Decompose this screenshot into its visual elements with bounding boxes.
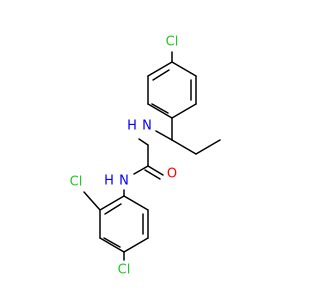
top-phenyl-ring: [147, 51, 197, 119]
chlorine-atom-ortho: Cl: [70, 175, 83, 190]
bond: [147, 61, 173, 77]
double-bond-inner: [151, 103, 169, 114]
oxygen-atom: O: [167, 167, 177, 182]
bond: [138, 138, 149, 146]
chlorine-atom-para: Cl: [118, 263, 131, 278]
bond: [147, 103, 173, 119]
hydrogen-atom-lower: H: [104, 174, 114, 189]
propyl-chain: [171, 117, 221, 155]
bond: [133, 165, 149, 175]
double-bond-inner: [103, 237, 121, 248]
molecule-structure: Cl N H O N H Cl Cl: [0, 0, 300, 300]
bond: [171, 61, 197, 77]
hydrogen-atom-upper: H: [127, 119, 137, 134]
bond: [171, 103, 197, 119]
bond: [123, 195, 149, 211]
chlorine-atom-top: Cl: [166, 35, 179, 50]
bond: [123, 237, 149, 253]
bond: [155, 130, 173, 141]
bond-carbonyl: [144, 169, 161, 180]
urea-linkage: [123, 130, 173, 197]
bond-carbonyl: [147, 165, 164, 176]
nitrogen-atom-lower: N: [119, 174, 129, 189]
bond-cl-ortho: [83, 191, 101, 211]
double-bond-inner: [152, 69, 170, 81]
bottom-phenyl-ring: [83, 191, 149, 261]
double-bond-inner: [104, 203, 122, 215]
canvas-background: [0, 0, 300, 300]
bond: [195, 139, 221, 155]
bond: [99, 237, 125, 253]
nitrogen-atom-upper: N: [142, 119, 152, 134]
bond: [99, 195, 125, 211]
bond: [171, 139, 197, 155]
